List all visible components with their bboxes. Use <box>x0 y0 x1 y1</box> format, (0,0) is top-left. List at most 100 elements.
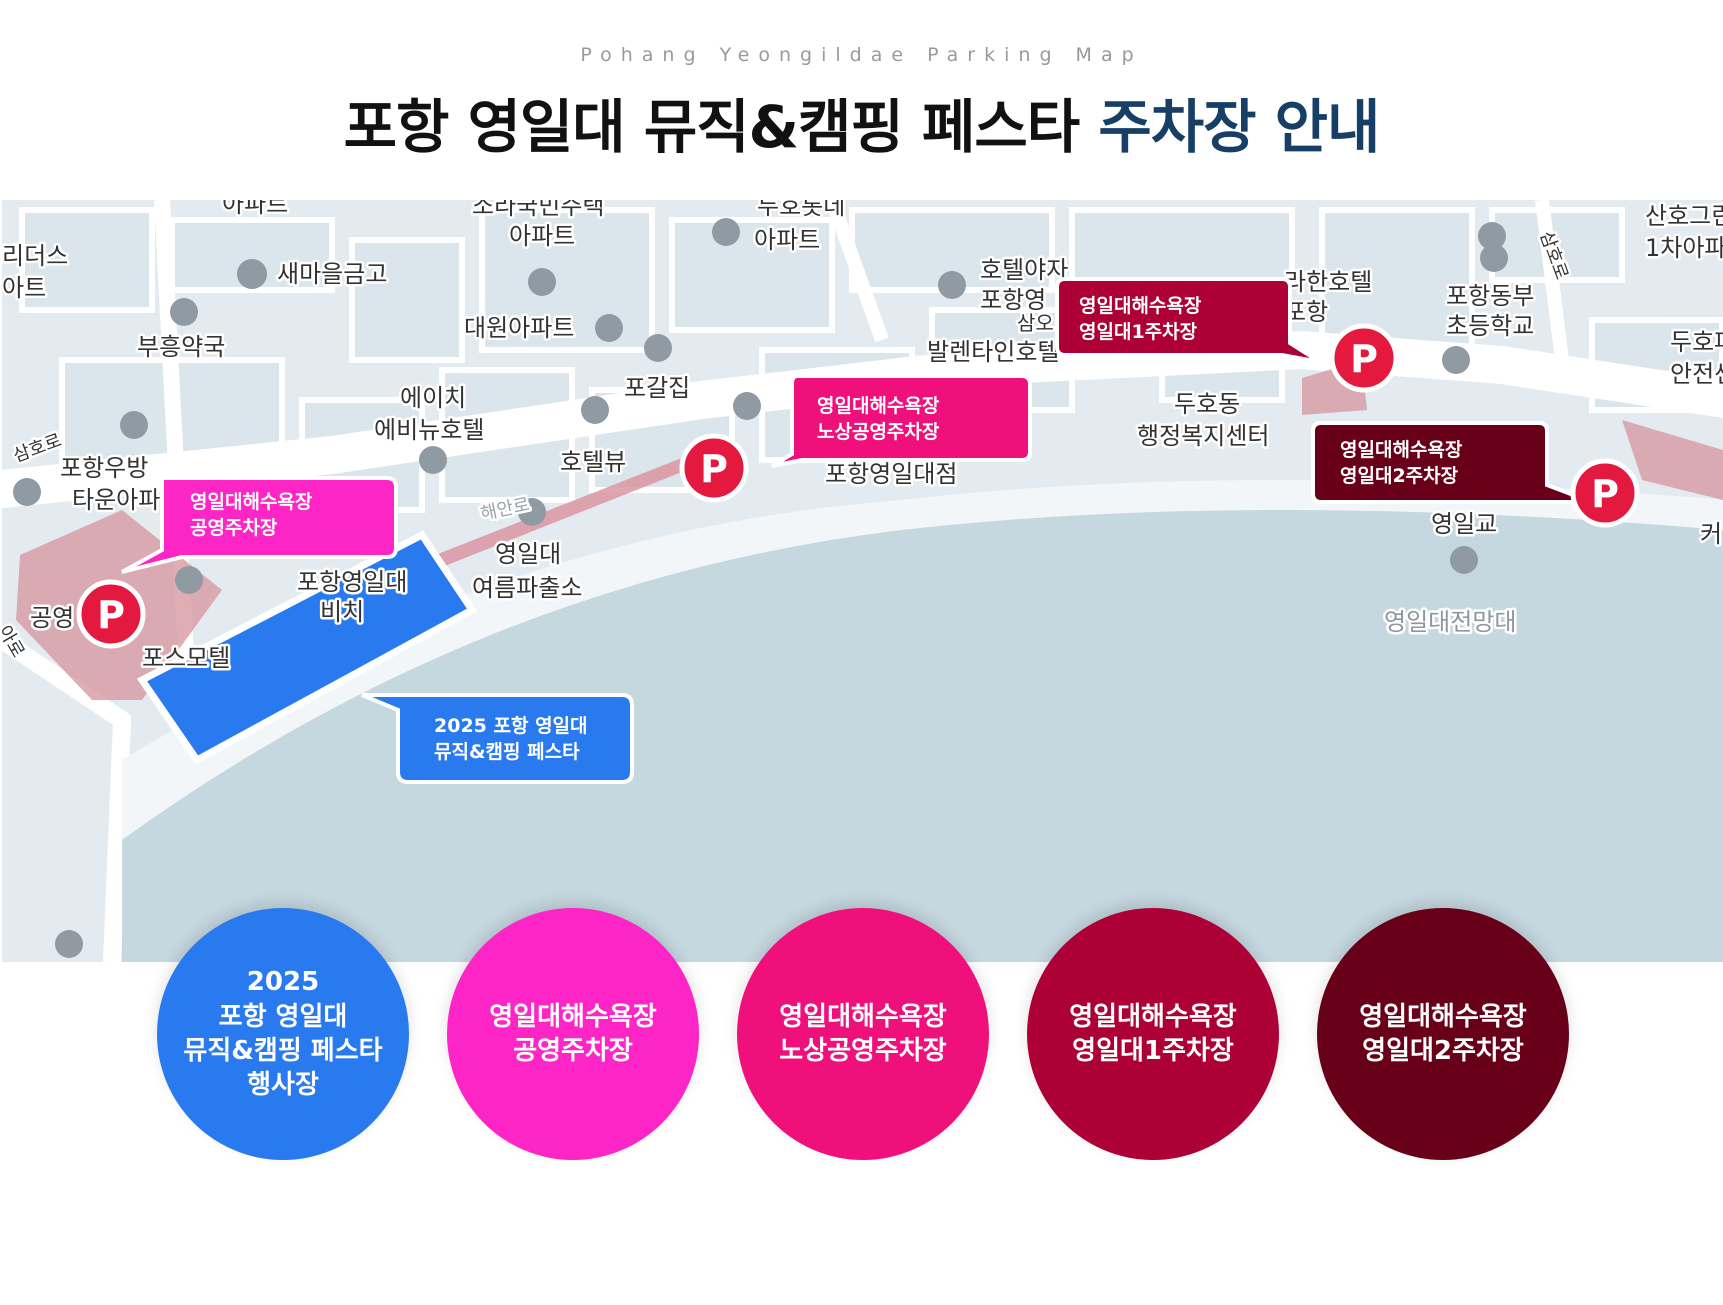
place-label: 포항동부 <box>1446 282 1534 310</box>
parking-marker-p1[interactable]: P <box>1329 323 1399 393</box>
festival-area <box>136 530 478 765</box>
place-label: 영일교 <box>1431 510 1497 538</box>
place-label: 영일대 <box>495 540 561 568</box>
map-canvas: 아파트 소라국민주택 아파트 두호롯데 아파트 산호그린 1차아파 리더스 아트… <box>2 200 1723 962</box>
apartment-icon <box>120 411 148 439</box>
place-label: 소라국민주택 <box>472 200 604 220</box>
callout-bubble <box>1311 421 1593 504</box>
parking-2-area <box>1622 420 1723 500</box>
side-road-4 <box>2 632 132 962</box>
callout-line: 영일대해수욕장 <box>1079 295 1202 317</box>
place-label: 라한호텔 <box>1284 268 1372 296</box>
parking-marker-letter: P <box>700 447 728 491</box>
place-label: 안전센 <box>1670 360 1723 388</box>
map-subtitle: Pohang Yeongildae Parking Map <box>580 44 1143 66</box>
callout-public-parking[interactable]: 영일대해수욕장 공영주차장 <box>121 476 398 574</box>
callout-festival[interactable]: 2025 포항 영일대 뮤직&캠핑 페스타 <box>361 693 634 784</box>
hotel-icon <box>733 392 761 420</box>
place-label: 아파트 <box>509 222 575 250</box>
place-label: 삼오 <box>1017 311 1054 335</box>
place-label: 비치 <box>320 598 364 626</box>
callout-parking-1[interactable]: 영일대해수욕장 영일대1주차장 <box>1055 277 1322 364</box>
bank-icon <box>237 259 267 289</box>
parking-map[interactable]: 아파트 소라국민주택 아파트 두호롯데 아파트 산호그린 1차아파 리더스 아트… <box>2 200 1723 962</box>
page-title: 포항 영일대 뮤직&캠핑 페스타 주차장 안내 <box>0 80 1723 164</box>
callout-roadside-parking[interactable]: 영일대해수욕장 노상공영주차장 <box>770 374 1032 468</box>
place-label: 타운아파 <box>72 486 160 514</box>
place-label: 두호파 <box>1670 328 1723 356</box>
place-label: 1차아파 <box>1645 234 1723 262</box>
place-label: 발렌타인호텔 <box>927 338 1059 366</box>
place-label: 공영 <box>30 604 74 632</box>
place-label: 새마을금고 <box>277 260 387 288</box>
poi-icons <box>13 218 1508 958</box>
place-label: 리더스 <box>2 242 68 270</box>
place-label: 포항영일대 <box>297 568 407 596</box>
motel-icon <box>175 566 203 594</box>
restaurant-icon <box>644 334 672 362</box>
apartment-icon <box>1478 222 1506 250</box>
pharmacy-icon <box>170 298 198 326</box>
title-main: 포항 영일대 뮤직&캠핑 페스타 <box>343 93 1080 161</box>
place-label: 두호롯데 <box>757 200 845 220</box>
place-label: 아트 <box>2 274 46 302</box>
callout-line: 영일대해수욕장 <box>1340 439 1463 461</box>
legend-roadside-parking[interactable]: 영일대해수욕장 노상공영주차장 <box>737 908 989 1160</box>
place-label: 포스모텔 <box>142 644 230 672</box>
parking-marker-roadside[interactable]: P <box>679 433 749 503</box>
parking-marker-letter: P <box>97 593 125 637</box>
parking-marker-icon <box>679 433 749 503</box>
place-label: 대원아파트 <box>464 314 574 342</box>
callout-parking-2[interactable]: 영일대해수욕장 영일대2주차장 <box>1311 421 1593 504</box>
callout-line: 영일대해수욕장 <box>190 491 313 513</box>
fire-station-icon <box>1442 346 1470 374</box>
parking-marker-public[interactable]: P <box>76 579 146 649</box>
apartment-icon <box>528 268 556 296</box>
place-label: 아파트 <box>222 200 288 218</box>
place-label: 포항영일대점 <box>825 460 957 488</box>
callout-line: 영일대1주차장 <box>1079 321 1198 343</box>
hotel-icon <box>581 396 609 424</box>
legend-parking-1[interactable]: 영일대해수욕장 영일대1주차장 <box>1027 908 1279 1160</box>
legend-label: 영일대해수욕장 공영주차장 <box>489 1001 657 1066</box>
callout-bubble <box>770 374 1032 468</box>
place-label: 호텔야자 <box>980 256 1068 284</box>
parking-marker-icon <box>1570 458 1640 528</box>
hotel-icon <box>938 271 966 299</box>
legend-parking-2[interactable]: 영일대해수욕장 영일대2주차장 <box>1317 908 1569 1160</box>
place-label: 초등학교 <box>1446 312 1534 340</box>
apartment-icon <box>595 314 623 342</box>
parking-marker-icon <box>76 579 146 649</box>
roadside-parking-area <box>392 450 707 585</box>
legend-label: 영일대해수욕장 영일대2주차장 <box>1359 1001 1527 1066</box>
side-road-2 <box>825 200 889 343</box>
place-label: 포항우방 <box>60 454 148 482</box>
callout-line: 노상공영주차장 <box>817 421 940 443</box>
place-label: 커 <box>1700 520 1722 548</box>
place-label: 행정복지센터 <box>1137 422 1269 450</box>
legend-label: 영일대해수욕장 노상공영주차장 <box>779 1001 947 1066</box>
callout-line: 영일대2주차장 <box>1340 465 1459 487</box>
place-label: 산호그린 <box>1645 202 1723 230</box>
callout-line: 2025 포항 영일대 <box>434 715 588 737</box>
place-labels: 아파트 소라국민주택 아파트 두호롯데 아파트 산호그린 1차아파 리더스 아트… <box>2 200 1723 675</box>
observatory-icon <box>1450 546 1478 574</box>
callout-bubble <box>361 693 634 784</box>
place-label: 두호동 <box>1174 390 1240 418</box>
place-label: 에이치 <box>400 384 466 412</box>
legend-public-parking[interactable]: 영일대해수욕장 공영주차장 <box>447 908 699 1160</box>
place-label: 여름파출소 <box>472 574 582 602</box>
place-label: 포항영 <box>980 286 1046 314</box>
parking-marker-icon <box>1329 323 1399 393</box>
place-label: 호텔뷰 <box>560 448 626 476</box>
place-label: 포갈집 <box>624 374 690 402</box>
callout-line: 뮤직&캠핑 페스타 <box>434 741 580 763</box>
callout-line: 공영주차장 <box>190 517 278 539</box>
legend-festival[interactable]: 2025 포항 영일대 뮤직&캠핑 페스타 행사장 <box>157 908 409 1160</box>
ferry-icon <box>55 930 83 958</box>
place-label: 에비뉴호텔 <box>374 416 484 444</box>
parking-marker-p2[interactable]: P <box>1570 458 1640 528</box>
legend-label: 영일대해수욕장 영일대1주차장 <box>1069 1001 1237 1066</box>
school-icon <box>1480 244 1508 272</box>
coastal-road <box>2 330 1723 509</box>
